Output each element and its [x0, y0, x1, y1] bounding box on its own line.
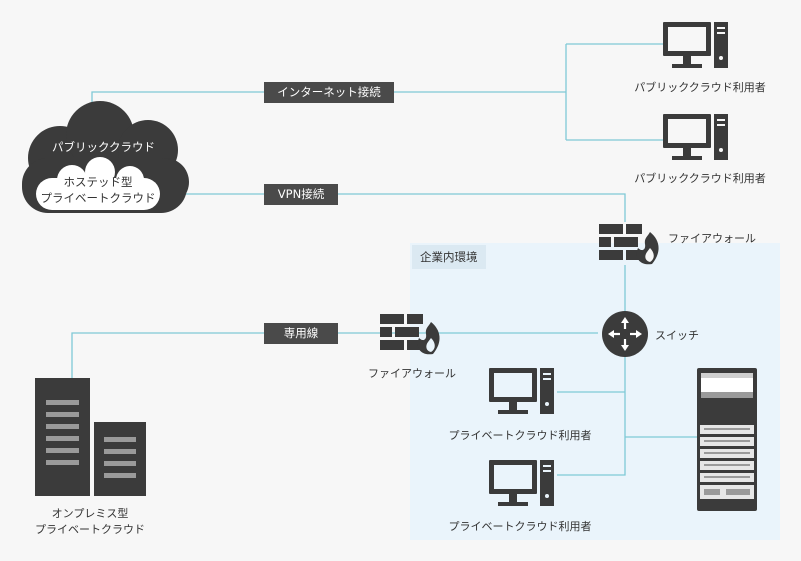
- server-rack-icon: [697, 368, 757, 511]
- onprem-label-line1: オンプレミス型: [51, 507, 129, 520]
- private-cloud-user-label: プライベートクラウド利用者: [448, 520, 592, 533]
- firewall-icon: [380, 314, 440, 355]
- computer-icon: [489, 460, 554, 506]
- public-cloud-label: パブリッククラウド: [52, 140, 156, 154]
- leased-line: [71, 332, 598, 378]
- corporate-zone-label: 企業内環境: [412, 245, 486, 269]
- switch-icon: [602, 311, 648, 357]
- firewall-icon: [599, 224, 659, 265]
- switch-label: スイッチ: [655, 329, 699, 342]
- leased-line-label: 専用線: [264, 323, 338, 344]
- computer-icon: [489, 368, 554, 414]
- public-cloud-user-label: パブリッククラウド利用者: [634, 172, 766, 185]
- vpn-line: [175, 193, 626, 222]
- vpn-connection-label: VPN接続: [264, 184, 338, 205]
- hosted-private-cloud-label-line2: プライベートクラウド: [40, 191, 156, 205]
- public-cloud-user-label: パブリッククラウド利用者: [634, 81, 766, 94]
- onprem-label-line2: プライベートクラウド: [35, 523, 145, 536]
- cloud-icon: [22, 101, 189, 213]
- computer-icon: [663, 22, 728, 68]
- private-cloud-user-label: プライベートクラウド利用者: [448, 429, 592, 442]
- internet-connection-label: インターネット接続: [264, 82, 394, 103]
- firewall-top-label: ファイアウォール: [668, 232, 756, 245]
- firewall-mid-label: ファイアウォール: [368, 367, 456, 380]
- server-icon: [35, 378, 90, 496]
- computer-icon: [663, 114, 728, 160]
- hosted-private-cloud-label-line1: ホステッド型: [63, 175, 133, 189]
- server-icon: [94, 422, 146, 496]
